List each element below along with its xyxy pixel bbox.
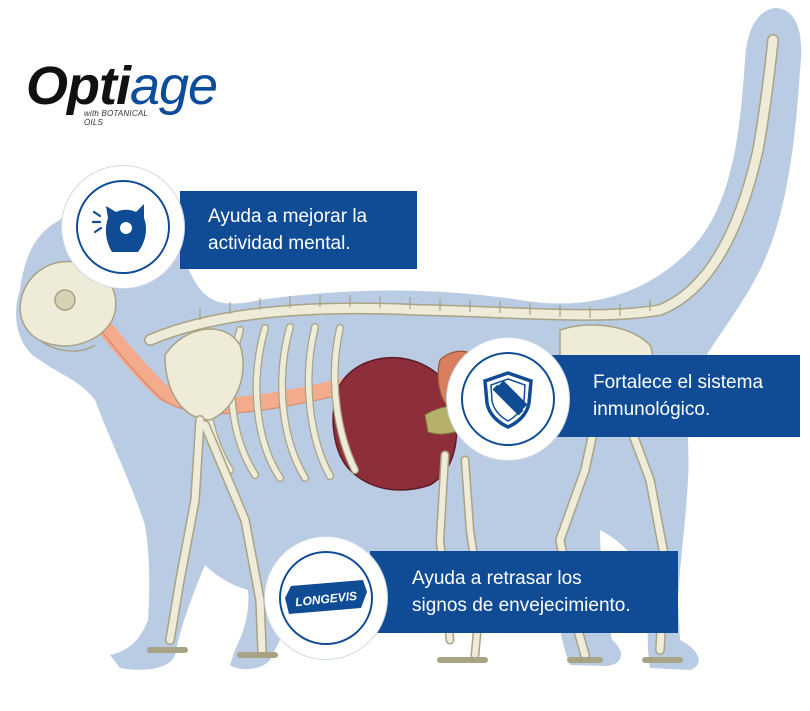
callout-mental-line1: Ayuda a mejorar la — [208, 206, 368, 227]
callout-aging-line2: signos de envejecimiento. — [412, 595, 631, 616]
cat-head-brain-icon — [92, 204, 146, 252]
cat-silhouette — [16, 8, 802, 670]
logo-wordmark-part2: age — [129, 56, 218, 116]
esophagus — [87, 307, 358, 414]
callout-aging-signs: Ayuda a retrasar los signos de envejecim… — [370, 551, 678, 633]
logo-tagline-line2: OILS — [84, 118, 104, 127]
liver-organ — [332, 356, 458, 491]
shield-badge — [447, 338, 569, 460]
logo-wordmark-part1: Opti — [26, 56, 131, 116]
longevis-badge-icon: LONGEVIS — [285, 580, 367, 614]
callout-immune-system: Fortalece el sistema inmunológico. — [530, 355, 800, 437]
logo-tagline: with BOTANICAL OILS — [84, 109, 194, 127]
longevis-label: LONGEVIS — [295, 589, 358, 609]
callout-immune-line2: inmunológico. — [593, 399, 711, 420]
callout-mental-line2: actividad mental. — [208, 233, 351, 254]
callout-aging-line1: Ayuda a retrasar los — [412, 568, 582, 589]
longevis-badge: LONGEVIS — [265, 537, 387, 659]
callout-mental-activity: Ayuda a mejorar la actividad mental. — [180, 191, 417, 269]
shield-icon — [483, 371, 533, 429]
cat-head-brain-badge — [62, 166, 184, 288]
logo-tagline-line1: with BOTANICAL — [84, 109, 148, 118]
optiage-logo: Optiage with BOTANICAL OILS — [26, 56, 236, 136]
callout-immune-line1: Fortalece el sistema — [593, 372, 764, 393]
logo-wordmark: Optiage — [26, 56, 218, 116]
